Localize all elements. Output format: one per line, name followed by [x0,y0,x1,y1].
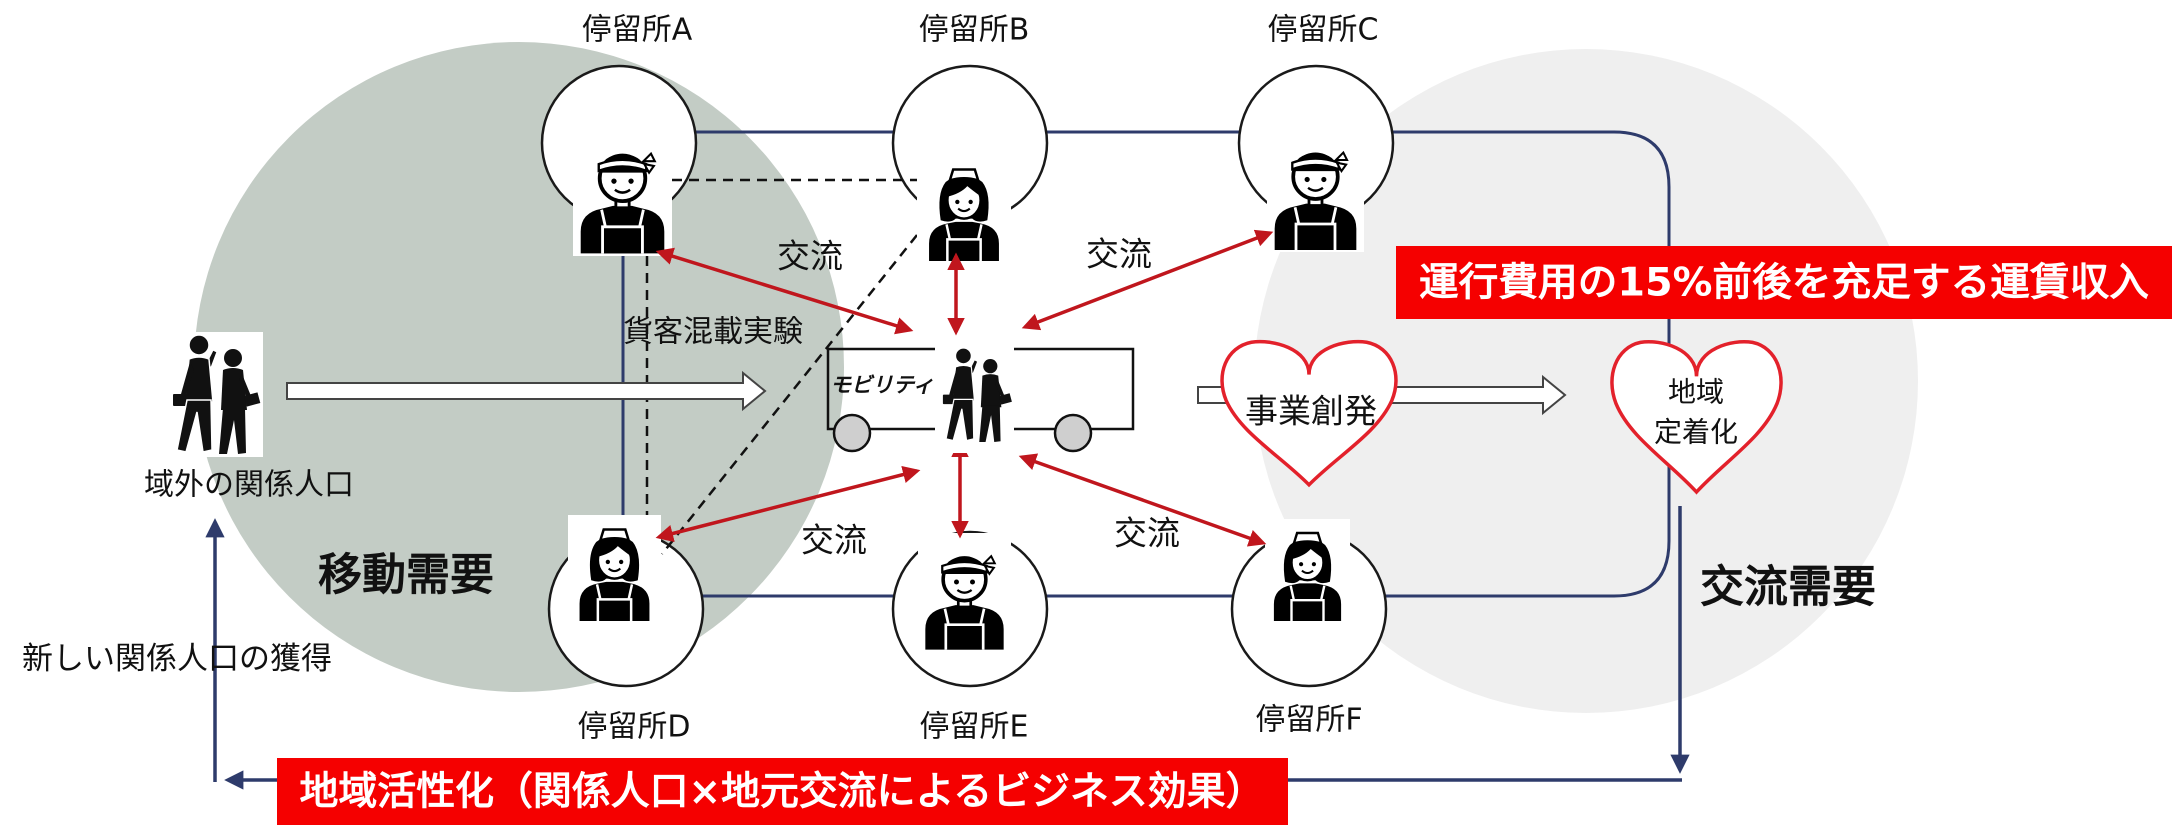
movement-demand-label: 移動需要 [318,550,494,601]
revitalization-banner-bg [277,758,1288,825]
exchange-arrow-f [1018,453,1267,547]
stop-a-label: 停留所A [582,13,693,48]
business-creation-label: 事業創発 [1245,392,1377,431]
exchange-demand-label: 交流需要 [1700,562,1876,613]
stop-c-person [1267,132,1364,252]
revitalization-banner-text: 地域活性化（関係人口×地元交流によるビジネス効果） [300,770,1265,815]
revenue-banner: 運行費用の15%前後を充足する運賃収入 [1396,246,2172,319]
stop-b-person [917,155,1011,263]
feedback-label: 新しい関係人口の獲得 [22,641,332,677]
vehicle-label: モビリティ [830,373,934,397]
outside-population-label: 域外の関係人口 [144,468,354,503]
exchange-demand-zone [1254,49,1918,713]
stop-a-person [573,132,672,256]
exchange-arrow-a [655,247,914,335]
heart-icon [1612,342,1781,492]
inflow-arrow [286,370,767,412]
mobility-vehicle: モビリティ [826,337,1135,453]
settlement-label-line2: 定着化 [1654,416,1738,449]
experiment-label: 貨客混載実験 [623,315,803,350]
stop-e-person [918,533,1011,655]
regional-settlement-heart: 地域 定着化 [1612,342,1781,492]
exchange-arrow-d [655,465,921,543]
exchange-label-a: 交流 [777,237,843,276]
stop-c-label: 停留所C [1268,13,1379,48]
exchange-label-c: 交流 [1086,235,1152,274]
exchange-label-f: 交流 [1114,514,1180,553]
front-wheel [832,413,872,453]
rear-wheel [1053,413,1093,453]
stop-e-label: 停留所E [920,710,1029,745]
stop-f-label: 停留所F [1255,703,1362,738]
exchange-arrow-c [1021,229,1274,331]
stop-d-label: 停留所D [577,710,690,745]
revenue-banner-text: 運行費用の15%前後を充足する運賃収入 [1419,261,2149,306]
revenue-banner-bg [1396,246,2172,319]
exchange-label-d: 交流 [801,521,867,560]
stop-b-label: 停留所B [919,13,1030,48]
stop-d-person [568,515,661,623]
revitalization-banner: 地域活性化（関係人口×地元交流によるビジネス効果） [277,758,1288,825]
heart-icon [1222,342,1396,485]
business-creation-heart: 事業創発 [1222,342,1396,485]
stop-f-person [1265,519,1350,623]
settlement-label-line1: 地域 [1668,376,1724,409]
